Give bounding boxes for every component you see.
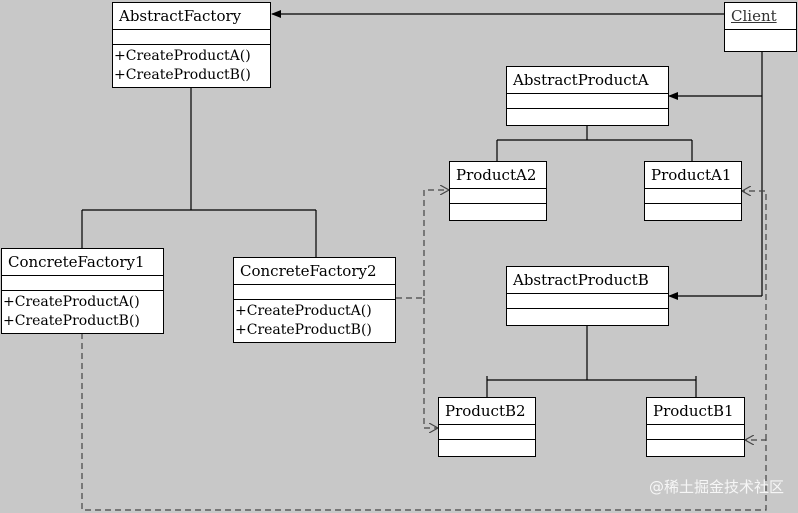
product-b1-class[interactable]: ProductB1 [646, 397, 745, 457]
product-a1-class[interactable]: ProductA1 [644, 161, 742, 221]
attributes-compartment [725, 30, 796, 44]
abstract-factory-class[interactable]: AbstractFactory +CreateProductA() +Creat… [112, 2, 271, 88]
class-name: ConcreteFactory1 [2, 249, 163, 276]
class-name: AbstractProductB [507, 267, 668, 294]
class-name: AbstractFactory [113, 3, 270, 30]
concrete-factory2-class[interactable]: ConcreteFactory2 +CreateProductA() +Crea… [233, 257, 396, 343]
operations-compartment [645, 204, 741, 220]
attributes-compartment [507, 94, 668, 109]
class-name: ConcreteFactory2 [234, 258, 395, 285]
class-name: ProductB1 [647, 398, 744, 425]
attributes-compartment [647, 425, 744, 440]
operation: +CreateProductA() [235, 303, 372, 319]
factory-inheritance-lines [81, 88, 317, 257]
operation: +CreateProductA() [114, 48, 251, 64]
abstract-product-a-class[interactable]: AbstractProductA [506, 66, 669, 126]
attributes-compartment [645, 189, 741, 204]
class-name: Client [725, 3, 796, 30]
operation: +CreateProductB() [235, 322, 372, 338]
class-name: ProductA2 [450, 162, 546, 189]
operations-compartment: +CreateProductA() +CreateProductB() [234, 300, 395, 340]
operations-compartment [507, 309, 668, 325]
concrete-factory1-class[interactable]: ConcreteFactory1 +CreateProductA() +Crea… [1, 248, 164, 334]
attributes-compartment [234, 285, 395, 300]
operation: +CreateProductB() [3, 313, 140, 329]
operations-compartment [507, 109, 668, 125]
attributes-compartment [2, 276, 163, 291]
product-a-inheritance-lines [496, 125, 693, 161]
operations-compartment [647, 440, 744, 456]
concrete-factory2-dependencies [396, 190, 449, 428]
attributes-compartment [507, 294, 668, 309]
class-name: ProductB2 [439, 398, 535, 425]
product-a2-class[interactable]: ProductA2 [449, 161, 547, 221]
operations-compartment [450, 204, 546, 220]
concrete-factory1-dependencies [81, 191, 767, 511]
watermark-text: @稀土掘金技术社区 [648, 478, 784, 496]
attributes-compartment [450, 189, 546, 204]
attributes-compartment [113, 30, 270, 45]
operations-compartment: +CreateProductA() +CreateProductB() [2, 291, 163, 331]
class-name: AbstractProductA [507, 67, 668, 94]
attributes-compartment [439, 425, 535, 440]
operations-compartment [439, 440, 535, 456]
product-b2-class[interactable]: ProductB2 [438, 397, 536, 457]
abstract-product-b-class[interactable]: AbstractProductB [506, 266, 669, 326]
class-name: ProductA1 [645, 162, 741, 189]
product-b-inheritance-lines [486, 325, 697, 397]
operations-compartment: +CreateProductA() +CreateProductB() [113, 45, 270, 85]
operation: +CreateProductA() [3, 294, 140, 310]
client-class[interactable]: Client [724, 2, 797, 52]
operation: +CreateProductB() [114, 67, 251, 83]
